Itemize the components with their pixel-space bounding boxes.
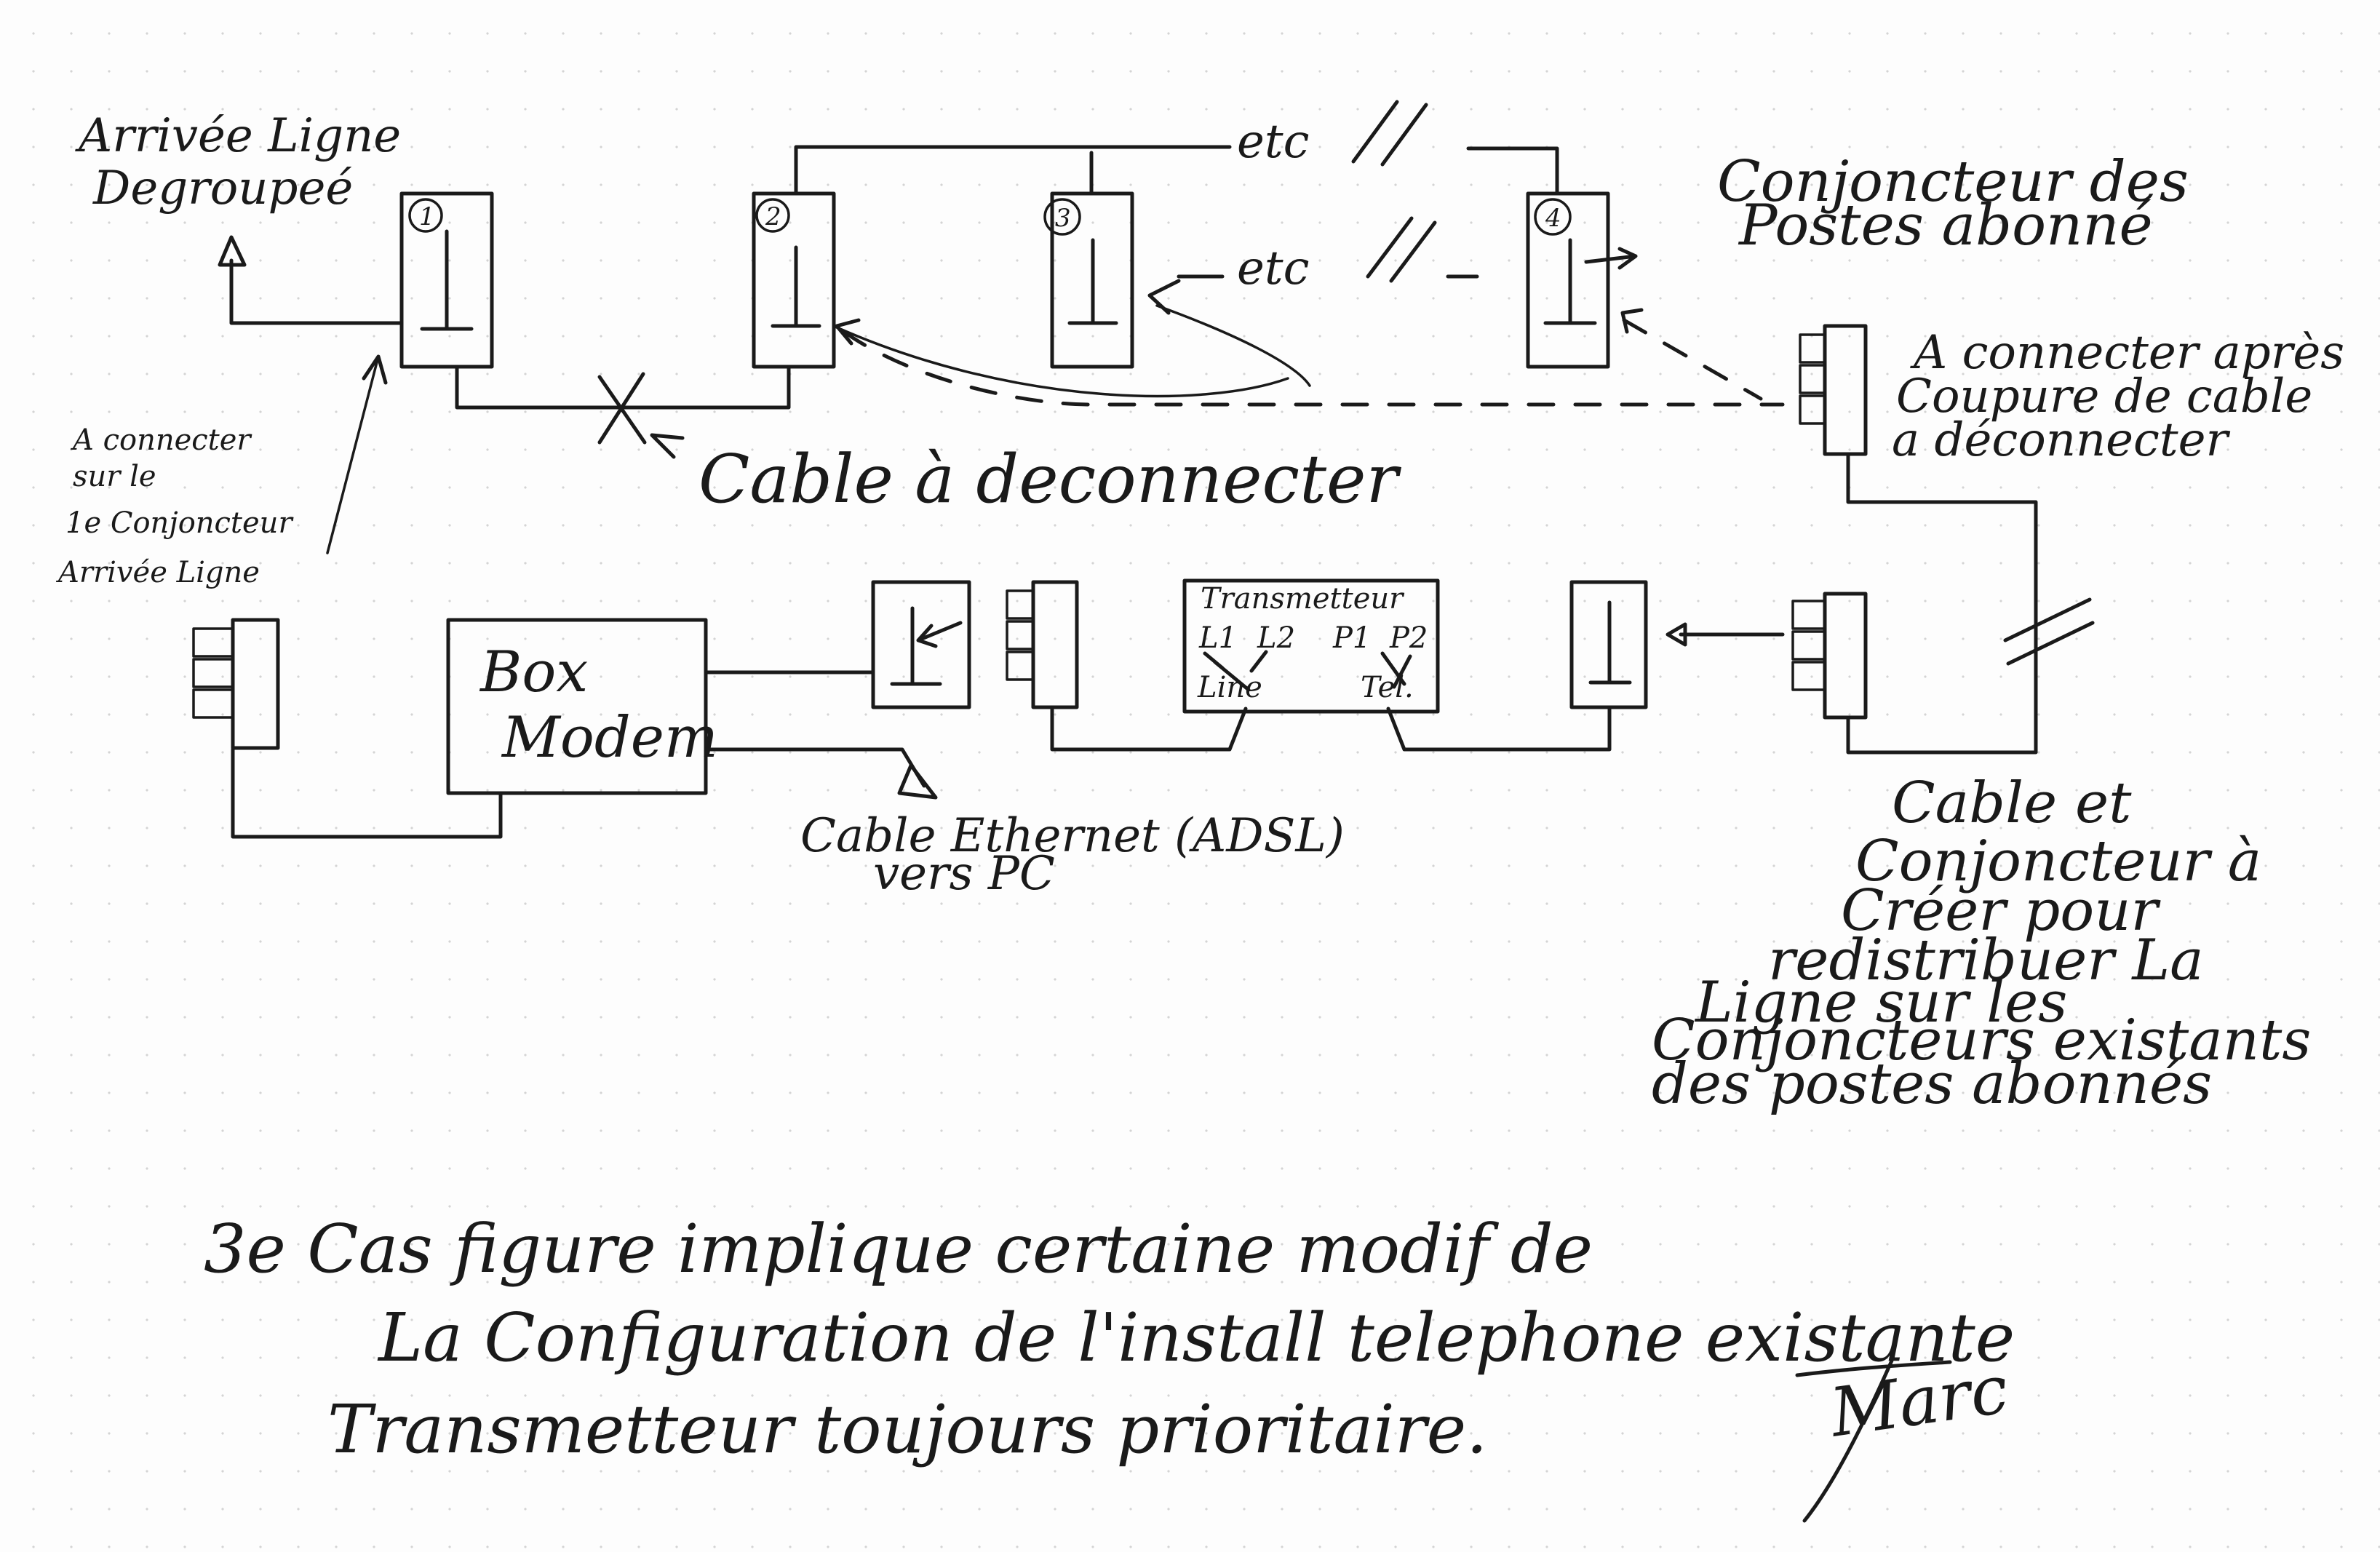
transmetteur: Transmetteur L1 L2 P1 P2 Line Tel. [1182, 578, 1612, 752]
new-conjoncteur-top [1799, 324, 2095, 755]
label-conjoncteur-postes: Conjoncteur des Postes abonné [1717, 149, 2189, 258]
label-cable-a-deconnecter: Cable à deconnecter [699, 440, 1401, 518]
conjoncteur-1-number: 1 [419, 202, 435, 231]
annotation-arrows [326, 354, 388, 554]
a-connecter-sur-line-3: 1e Conjoncteur [65, 506, 294, 540]
conjoncteur-4: 4 [1526, 191, 1610, 369]
cable-conjoncteur-line-4: redistribuer La [1768, 928, 2204, 993]
conjoncteur-3: 3 [1043, 191, 1134, 369]
label-cable-ethernet: Cable Ethernet (ADSL) vers PC [800, 809, 1345, 901]
cable-ethernet-line-2: vers PC [873, 847, 1055, 901]
socket-bottom-2 [1006, 580, 1248, 752]
dashed-cable [835, 279, 1785, 407]
conjoncteur-2: 2 [752, 191, 836, 369]
conclusion-note: 3e Cas figure implique certaine modif de… [204, 1210, 2015, 1468]
conjoncteur-4-number: 4 [1545, 204, 1561, 233]
transmetteur-tel: Tel. [1361, 671, 1414, 704]
conjoncteur-postes-line-1: Conjoncteur des [1717, 149, 2189, 215]
transmetteur-p1: P1 [1332, 621, 1371, 655]
conclusion-line-3: Transmetteur toujours prioritaire. [327, 1390, 1487, 1468]
wall-socket-left [192, 618, 503, 839]
conjoncteur-postes-line-2: Postes abonné [1738, 193, 2153, 258]
conclusion-line-1: 3e Cas figure implique certaine modif de [204, 1210, 1593, 1288]
a-connecter-apres-line-1: A connecter après [1910, 326, 2344, 380]
cable-conjoncteur-line-1: Cable et [1892, 771, 2132, 836]
cable-conjoncteur-line-7: des postes abonnés [1652, 1051, 2212, 1117]
cable-conjoncteur-line-2: Conjoncteur à [1855, 829, 2261, 894]
box-modem-line-1: Box [479, 640, 588, 705]
arrivee-ligne-line-2: Degroupeé [92, 162, 353, 215]
new-conjoncteur-bottom [1791, 592, 1868, 720]
transmetteur-l1: L1 [1198, 621, 1237, 655]
a-connecter-apres-line-3: a déconnecter [1892, 413, 2230, 467]
transmetteur-l2: L2 [1257, 621, 1295, 655]
conjoncteur-2-number: 2 [765, 202, 781, 231]
conjoncteur-3-number: 3 [1055, 204, 1071, 233]
transmetteur-title: Transmetteur [1201, 582, 1405, 616]
label-a-connecter-apres: A connecter après Coupure de cable a déc… [1892, 326, 2344, 467]
top-wiring [218, 100, 1638, 459]
transmetteur-p2: P2 [1389, 621, 1428, 655]
a-connecter-sur-line-1: A connecter [70, 423, 252, 457]
cable-conjoncteur-line-3: Créer pour [1841, 878, 2161, 944]
label-cable-conjoncteur: Cable et Conjoncteur à Créer pour redist… [1652, 771, 2311, 1117]
a-connecter-apres-line-2: Coupure de cable [1896, 370, 2312, 423]
signature: Marc [1795, 1350, 2013, 1523]
box-modem: Box Modem [446, 618, 938, 800]
arrivee-ligne-line-1: Arrivée Ligne [75, 109, 401, 163]
label-etc-mid: etc [1237, 242, 1309, 295]
cable-ethernet-line-1: Cable Ethernet (ADSL) [800, 809, 1345, 863]
box-modem-line-2: Modem [501, 705, 718, 771]
a-connecter-sur-line-4: Arrivée Ligne [55, 556, 260, 589]
cable-conjoncteur-line-6: Conjoncteurs existants [1652, 1008, 2311, 1073]
conjoncteur-bottom-2 [1569, 580, 1785, 709]
label-arrivee-ligne: Arrivée Ligne Degroupeé [75, 109, 401, 215]
label-a-connecter-sur: A connecter sur le 1e Conjoncteur Arrivé… [55, 423, 294, 589]
conjoncteur-bottom-1 [871, 580, 971, 709]
conclusion-line-2: La Configuration de l'install telephone … [377, 1299, 2015, 1377]
cable-conjoncteur-line-5: Ligne sur les [1694, 970, 2067, 1035]
conjoncteur-1: 1 [399, 191, 494, 369]
a-connecter-sur-line-2: sur le [73, 460, 156, 493]
label-etc-top: etc [1237, 115, 1309, 169]
